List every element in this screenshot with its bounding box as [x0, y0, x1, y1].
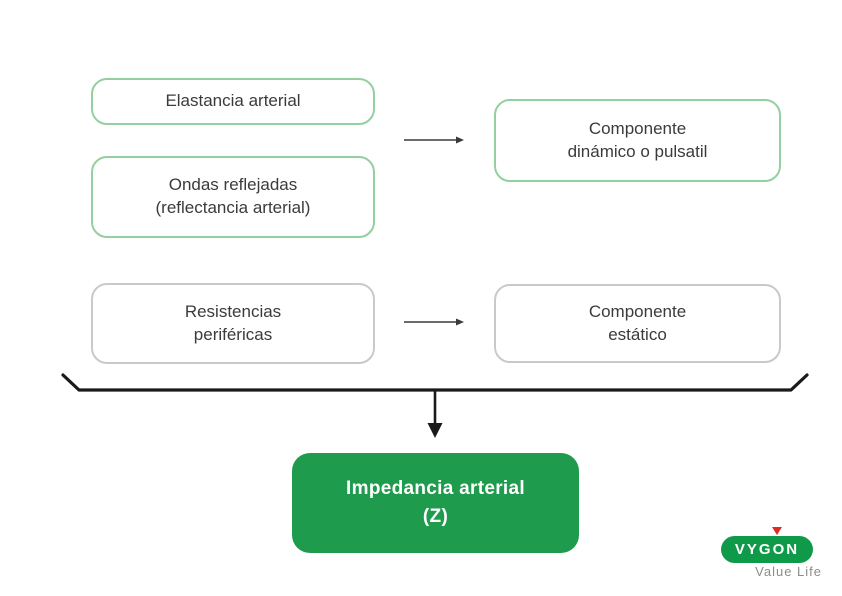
vygon-logo: VYGON Value Life [718, 524, 824, 582]
logo-red-triangle-icon [772, 527, 782, 535]
box-impedancia-label: Impedancia arterial (Z) [346, 478, 525, 527]
box-estatico-label: Componente estático [588, 301, 687, 344]
box-dinamico-label: Componente dinámico o pulsatil [567, 118, 708, 161]
box-impedancia-arterial: Impedancia arterial (Z) [292, 453, 579, 553]
arrow-right-icon [404, 136, 464, 144]
box-resistencias-perifericas: Resistencias periféricas [91, 283, 375, 364]
box-ondas-label: Ondas reflejadas (reflectancia arterial) [155, 175, 311, 217]
logo-brand-pill: VYGON [721, 536, 813, 563]
box-componente-dinamico: Componente dinámico o pulsatil [494, 99, 781, 182]
box-elastancia-arterial: Elastancia arterial [91, 78, 375, 125]
box-ondas-reflejadas: Ondas reflejadas (reflectancia arterial) [91, 156, 375, 238]
box-componente-estatico: Componente estático [494, 284, 781, 363]
box-resistencias-label: Resistencias periféricas [184, 301, 282, 344]
arrow-right-icon [404, 318, 464, 326]
logo-tagline: Value Life [755, 564, 822, 579]
box-elastancia-label: Elastancia arterial [165, 91, 301, 111]
logo-brand-text: VYGON [734, 541, 800, 558]
